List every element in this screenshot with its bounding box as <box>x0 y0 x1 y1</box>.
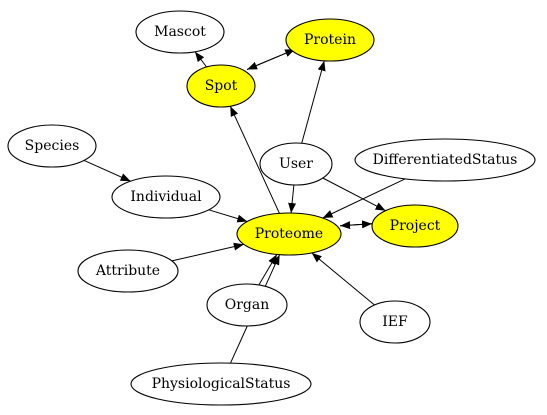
edge-species-to-individual <box>83 159 131 182</box>
node-physiological-status[interactable]: PhysiologicalStatus <box>130 362 312 406</box>
node-project[interactable]: Project <box>371 204 459 248</box>
node-shape <box>236 212 342 256</box>
edge-arrow <box>208 209 248 223</box>
node-shape <box>354 138 536 182</box>
edge-user-to-protein <box>301 60 326 144</box>
node-label: Mascot <box>154 24 206 40</box>
node-shape <box>7 124 97 168</box>
node-protein[interactable]: Protein <box>285 18 375 62</box>
node-shape <box>130 362 312 406</box>
node-shape <box>111 175 221 219</box>
node-shape <box>259 142 333 186</box>
node-species[interactable]: Species <box>7 124 97 168</box>
node-shape <box>206 283 288 327</box>
edge-project-to-proteome <box>340 221 373 230</box>
node-shape <box>77 249 179 293</box>
edge-arrow <box>194 51 207 68</box>
edge-attribute-to-proteome <box>171 242 244 262</box>
node-shape <box>135 10 225 54</box>
node-differentiated-status[interactable]: DifferentiatedStatus <box>354 138 536 182</box>
edge-individual-to-proteome <box>208 209 248 223</box>
node-label: PhysiologicalStatus <box>152 376 291 392</box>
node-label: Proteome <box>255 226 323 242</box>
edge-differentiated-status-to-proteome <box>322 178 406 219</box>
edge-arrow <box>311 252 375 306</box>
edge-arrow <box>171 242 244 262</box>
edge-ief-to-proteome <box>311 252 375 306</box>
edge-arrow <box>229 105 280 214</box>
node-label: Project <box>390 218 441 234</box>
node-label: Spot <box>205 78 238 94</box>
edge-arrow <box>83 159 131 182</box>
node-shape <box>285 18 375 62</box>
edge-protein-to-spot <box>246 48 296 70</box>
node-mascot[interactable]: Mascot <box>135 10 225 54</box>
node-user[interactable]: User <box>259 142 333 186</box>
node-shape <box>359 300 431 344</box>
edge-arrow <box>340 221 373 230</box>
node-label: IEF <box>382 314 408 330</box>
edge-user-to-proteome <box>288 184 297 214</box>
edge-user-to-project <box>322 177 386 212</box>
edge-arrow <box>288 184 297 214</box>
node-spot[interactable]: Spot <box>186 64 256 108</box>
node-attribute[interactable]: Attribute <box>77 249 179 293</box>
node-label: Individual <box>130 189 202 205</box>
edge-arrow <box>301 60 326 144</box>
edge-proteome-to-spot <box>229 105 280 214</box>
node-label: DifferentiatedStatus <box>373 152 518 168</box>
node-organ[interactable]: Organ <box>206 283 288 327</box>
node-label: User <box>279 156 313 172</box>
edge-arrow <box>322 178 406 219</box>
node-label: Attribute <box>95 263 160 279</box>
node-ief[interactable]: IEF <box>359 300 431 344</box>
node-label: Species <box>25 138 80 154</box>
edge-spot-to-mascot <box>194 51 207 68</box>
node-individual[interactable]: Individual <box>111 175 221 219</box>
node-shape <box>186 64 256 108</box>
edge-arrow <box>246 48 296 70</box>
node-proteome[interactable]: Proteome <box>236 212 342 256</box>
node-shape <box>371 204 459 248</box>
node-label: Protein <box>304 32 356 48</box>
edges-layer <box>83 48 406 364</box>
node-label: Organ <box>225 297 270 313</box>
edge-arrow <box>322 177 386 212</box>
